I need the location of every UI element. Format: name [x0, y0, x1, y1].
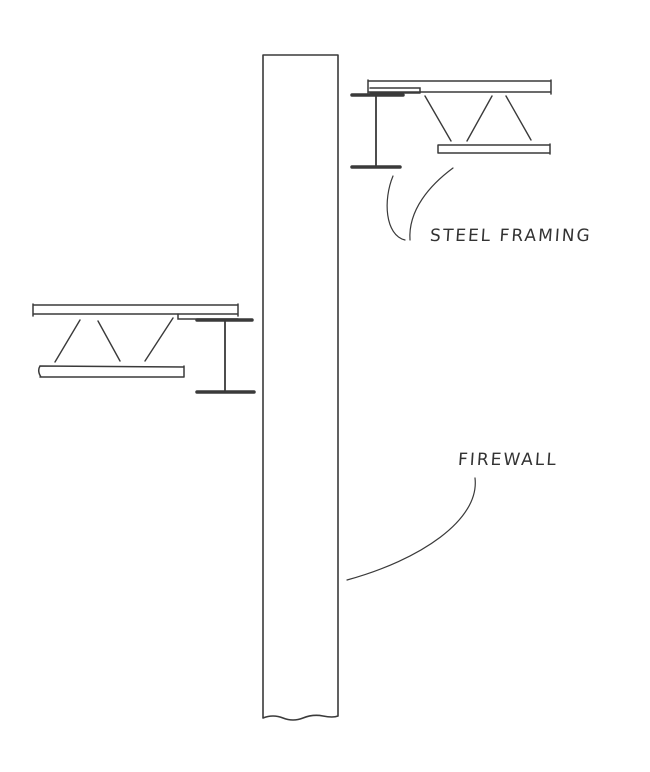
- upper-steel-joist: [367, 79, 552, 155]
- firewall-wall: [262, 54, 339, 721]
- firewall-label: FIREWALL: [457, 450, 559, 470]
- steel-framing-label: STEEL FRAMING: [429, 226, 593, 246]
- lower-steel-joist: [32, 303, 239, 378]
- lower-steel-beam: [195, 318, 256, 394]
- upper-steel-beam: [350, 93, 405, 169]
- leader-lines: [346, 167, 476, 581]
